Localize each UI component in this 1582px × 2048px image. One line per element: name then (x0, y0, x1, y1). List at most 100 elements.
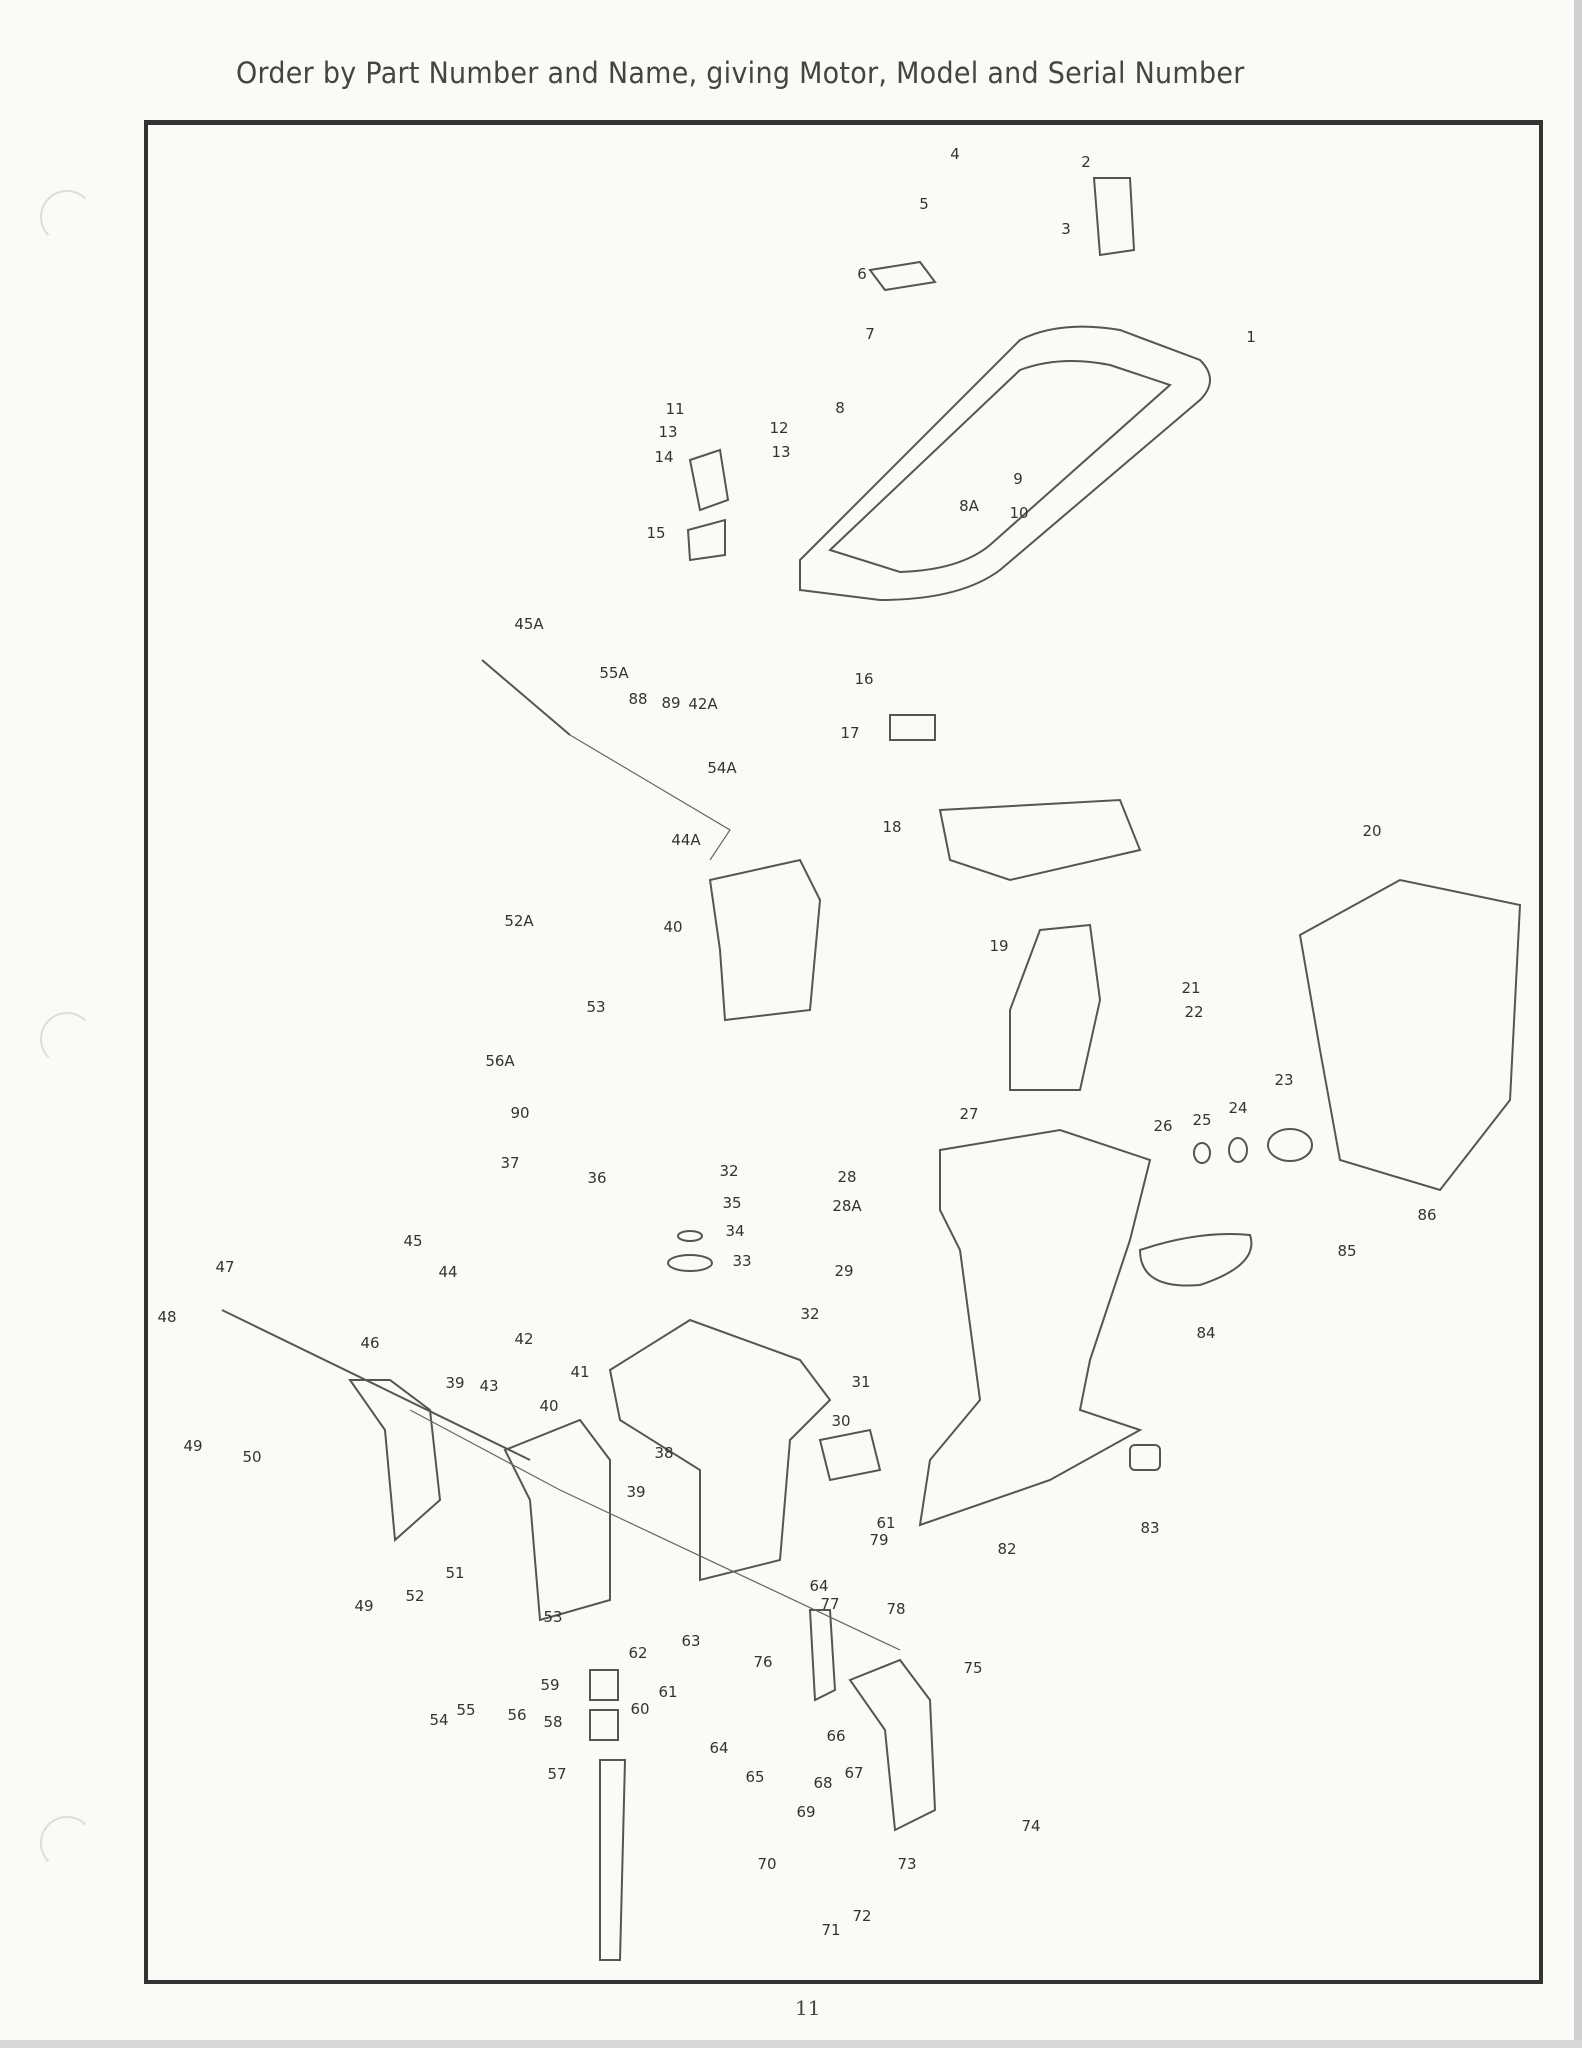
part-label: 5 (919, 195, 929, 213)
part-label: 63 (681, 1632, 701, 1650)
part-label: 53 (586, 998, 606, 1016)
part-label: 55A (599, 664, 629, 682)
part-label: 68 (813, 1774, 833, 1792)
swivel-bracket-part (608, 1318, 832, 1582)
part-label: 49 (354, 1597, 374, 1615)
part-label: 61 (876, 1514, 896, 1532)
part-label: 13 (658, 423, 678, 441)
exhaust-housing-part (918, 1128, 1152, 1527)
part-label: 71 (821, 1921, 841, 1939)
clamp-bracket-left (348, 1379, 442, 1543)
punch-hole (40, 190, 94, 244)
part-label: 88 (628, 690, 648, 708)
part-label: 90 (510, 1104, 530, 1122)
part-label: 7 (865, 325, 875, 343)
part-label: 61 (658, 1683, 678, 1701)
part-label: 47 (215, 1258, 235, 1276)
part-label: 72 (852, 1907, 872, 1925)
part-label: 49 (183, 1437, 203, 1455)
part-label: 6 (857, 265, 867, 283)
part-label: 20 (1362, 822, 1382, 840)
page-title: Order by Part Number and Name, giving Mo… (236, 56, 1245, 90)
part-label: 64 (809, 1577, 829, 1595)
diagram-frame (144, 120, 1543, 1984)
part-label: 15 (646, 524, 666, 542)
part-label: 76 (753, 1653, 773, 1671)
part-label: 39 (445, 1374, 465, 1392)
part-label: 67 (844, 1764, 864, 1782)
part-label: 54 (429, 1711, 449, 1729)
part-label: 37 (500, 1154, 520, 1172)
gasket-part (938, 798, 1142, 882)
part-label: 52A (504, 912, 534, 930)
part-label: 8 (835, 399, 845, 417)
part-label: 56 (507, 1706, 527, 1724)
part-label: 85 (1337, 1242, 1357, 1260)
part-label: 28 (837, 1168, 857, 1186)
part-label: 3 (1061, 220, 1071, 238)
part-label: 8A (959, 497, 979, 515)
part-label: 42A (688, 695, 718, 713)
part-label: 27 (959, 1105, 979, 1123)
part-label: 74 (1021, 1817, 1041, 1835)
part-label: 16 (854, 670, 874, 688)
lower-housing-part (1298, 878, 1522, 1192)
part-label: 69 (796, 1803, 816, 1821)
punch-hole (40, 1012, 94, 1066)
part-label: 14 (654, 448, 674, 466)
part-label: 32 (719, 1162, 739, 1180)
part-label: 22 (1184, 1003, 1204, 1021)
part-label: 65 (745, 1768, 765, 1786)
part-label: 28A (832, 1197, 862, 1215)
part-label: 77 (820, 1595, 840, 1613)
part-label: 51 (445, 1564, 465, 1582)
part-label: 18 (882, 818, 902, 836)
part-label: 70 (757, 1855, 777, 1873)
part-label: 1 (1246, 328, 1256, 346)
bracket-part (1092, 177, 1136, 257)
part-label: 24 (1228, 1099, 1248, 1117)
part-label: 52 (405, 1587, 425, 1605)
impeller-part (1267, 1128, 1313, 1162)
part-label: 40 (539, 1397, 559, 1415)
part-label: 38 (654, 1444, 674, 1462)
part-label: 86 (1417, 1206, 1437, 1224)
part-label: 83 (1140, 1519, 1160, 1537)
part-label: 25 (1192, 1111, 1212, 1129)
part-label: 2 (1081, 153, 1091, 171)
punch-hole (40, 1816, 94, 1870)
part-label: 32 (800, 1305, 820, 1323)
part-label: 66 (826, 1727, 846, 1745)
part-label: 17 (840, 724, 860, 742)
part-label: 45 (403, 1232, 423, 1250)
part-label: 19 (989, 937, 1009, 955)
clamp-bracket-right (848, 1658, 937, 1832)
part-label: 53 (543, 1608, 563, 1626)
part-label: 44A (671, 831, 701, 849)
lower-cowl-part (799, 325, 1211, 602)
part-label: 57 (547, 1765, 567, 1783)
tilt-tube-part (221, 1309, 531, 1461)
page-number: 11 (795, 1996, 821, 2020)
part-label: 33 (732, 1252, 752, 1270)
part-label: 89 (661, 694, 681, 712)
part-label: 50 (242, 1448, 262, 1466)
part-label: 9 (1013, 470, 1023, 488)
part-label: 62 (628, 1644, 648, 1662)
page-edge-bottom (0, 2040, 1582, 2048)
part-label: 54A (707, 759, 737, 777)
part-label: 34 (725, 1222, 745, 1240)
part-label: 79 (869, 1531, 889, 1549)
part-label: 64 (709, 1739, 729, 1757)
part-label: 35 (722, 1194, 742, 1212)
part-label: 23 (1274, 1071, 1294, 1089)
part-label: 59 (540, 1676, 560, 1694)
part-label: 26 (1153, 1117, 1173, 1135)
lever-housing-part (708, 858, 822, 1022)
part-label: 13 (771, 443, 791, 461)
part-label: 55 (456, 1701, 476, 1719)
part-label: 48 (157, 1308, 177, 1326)
part-label: 29 (834, 1262, 854, 1280)
part-label: 44 (438, 1263, 458, 1281)
exhaust-tube-part (1009, 923, 1102, 1091)
